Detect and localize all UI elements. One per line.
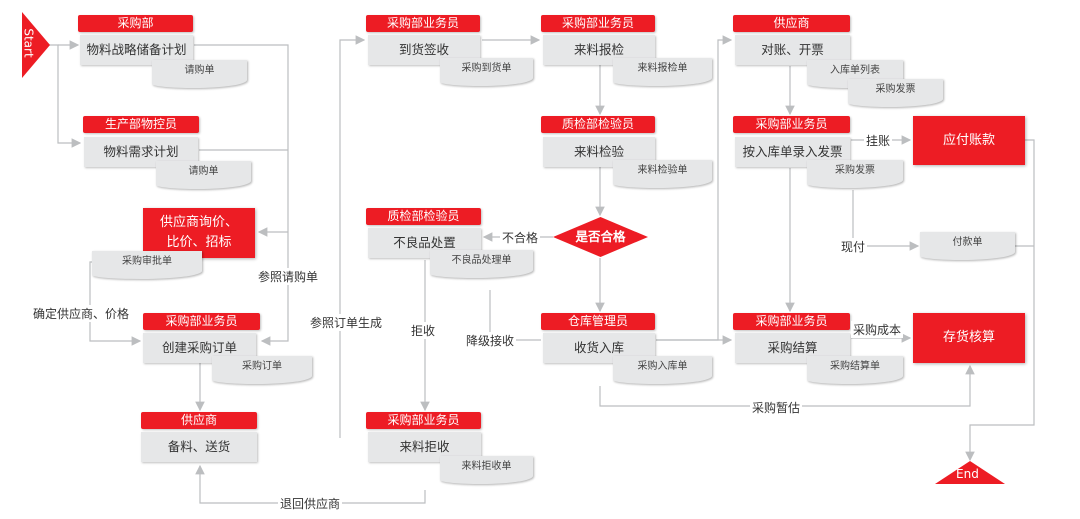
document: 采购到货单 [440, 58, 533, 86]
role-header: 供应商 [141, 412, 257, 429]
start-label: Start [21, 28, 36, 58]
edge-label: 挂账 [864, 132, 893, 149]
task-box: 来料检验 [543, 137, 655, 167]
document: 来料拒收单 [440, 456, 533, 484]
end-marker: End [935, 461, 1005, 484]
role-header: 生产部物控员 [83, 116, 199, 133]
edge-label: 参照请购单 [256, 268, 321, 285]
edge-label: 降级接收 [464, 332, 517, 349]
supplier-inquiry-box: 供应商询价、比价、招标 [143, 208, 255, 258]
task-box: 备料、送货 [141, 432, 257, 462]
role-header: 质检部检验员 [541, 116, 655, 133]
edge-label: 参照订单生成 [308, 314, 385, 331]
document: 采购入库单 [613, 356, 712, 384]
document: 请购单 [152, 60, 247, 88]
role-header: 质检部检验员 [366, 208, 481, 225]
document: 采购审批单 [92, 251, 202, 279]
edge-label: 退回供应商 [278, 495, 343, 512]
role-header: 供应商 [733, 15, 850, 32]
role-header: 采购部业务员 [733, 116, 850, 133]
role-header: 仓库管理员 [541, 313, 655, 330]
role-header: 采购部业务员 [541, 15, 655, 32]
edge-label: 拒收 [409, 322, 438, 339]
edge-label: 采购成本 [851, 321, 904, 338]
accounts-payable-box: 应付账款 [913, 116, 1025, 165]
task-box: 来料拒收 [368, 432, 481, 462]
edge-label: 现付 [839, 238, 868, 255]
role-header: 采购部业务员 [366, 15, 480, 32]
document: 采购结算单 [807, 356, 903, 384]
start-marker: Start [22, 12, 50, 78]
role-header: 采购部 [78, 15, 193, 32]
document: 不良品处理单 [430, 250, 533, 278]
role-header: 采购部业务员 [143, 313, 260, 330]
document: 采购订单 [212, 356, 312, 384]
task-line: 比价、招标 [166, 235, 232, 250]
document: 请购单 [156, 161, 251, 189]
role-header: 采购部业务员 [366, 412, 481, 429]
task-line: 供应商询价、 [159, 215, 238, 230]
document: 付款单 [920, 232, 1015, 260]
document: 采购发票 [807, 160, 903, 188]
edge-label: 采购暂估 [750, 399, 803, 416]
role-header: 采购部业务员 [733, 313, 850, 330]
decision-diamond: 是否合格 [553, 217, 648, 257]
document: 采购发票 [848, 79, 943, 107]
decision-label: 是否合格 [575, 229, 626, 244]
document: 来料报检单 [613, 58, 712, 86]
task-box: 按入库单录入发票 [735, 137, 850, 167]
end-label: End [956, 467, 979, 481]
document: 来料检验单 [613, 160, 712, 188]
inventory-accounting-box: 存货核算 [913, 313, 1025, 363]
edge-label: 不合格 [500, 229, 541, 246]
edge-label: 确定供应商、价格 [31, 305, 132, 322]
